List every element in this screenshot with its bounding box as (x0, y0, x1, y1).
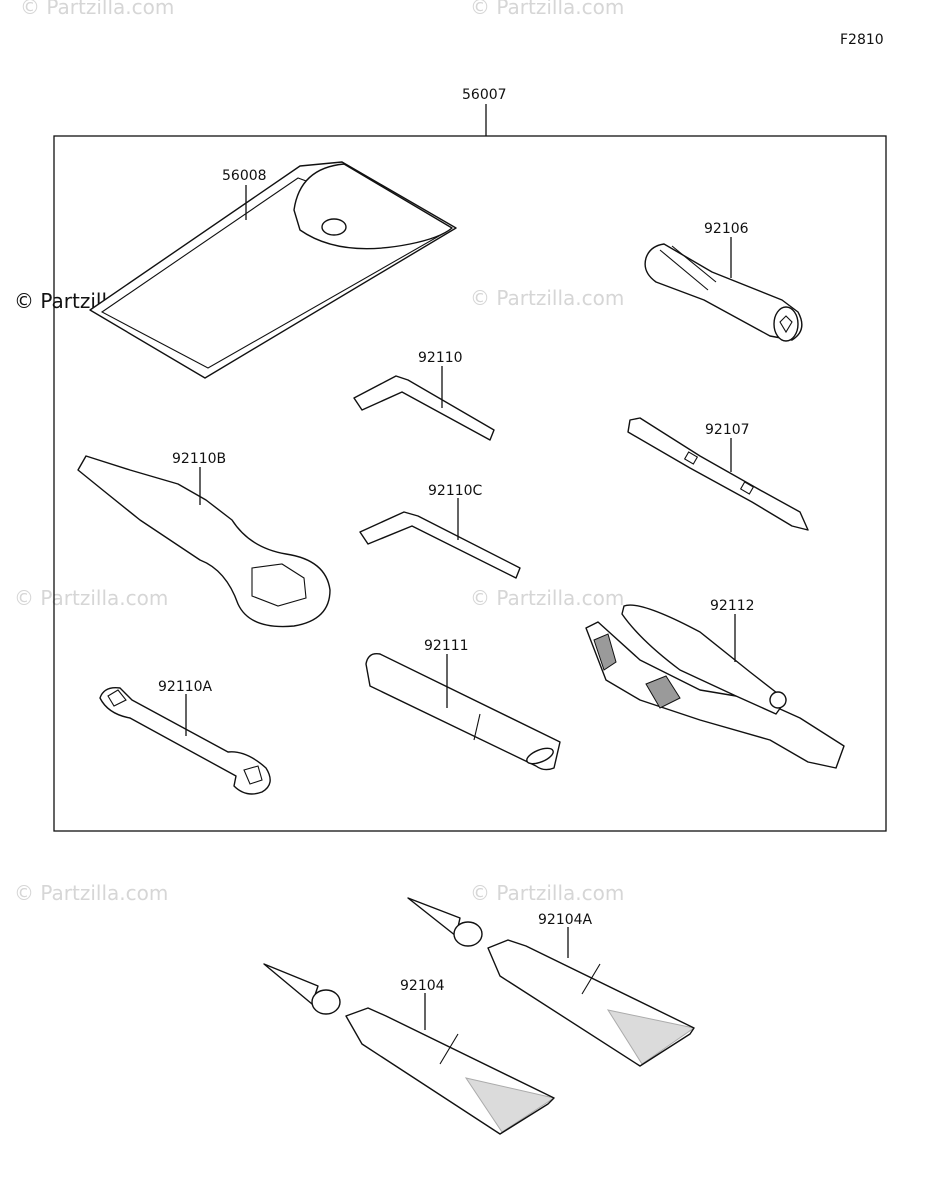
pliers-label: 92112 (710, 598, 755, 614)
grease-tube-lower-label: 92104 (400, 978, 445, 994)
open-end-wrench[interactable]: 92110A (99, 679, 271, 795)
pliers[interactable]: 92112 (585, 598, 845, 769)
group-frame (53, 135, 887, 832)
watermark: © Partzilla.com (470, 286, 624, 310)
grease-tube-upper-label: 92104A (538, 912, 593, 928)
watermark: © Partzilla.com (470, 881, 624, 905)
ring-wrench[interactable]: 92110B (77, 451, 331, 628)
watermark: © Partzilla.com (20, 0, 174, 19)
pouch-label: 56008 (222, 168, 267, 184)
figure-code: F2810 (840, 32, 884, 48)
connector-label: 92106 (704, 221, 749, 237)
screwdriver[interactable]: 92107 (627, 417, 809, 531)
watermark: © Partzilla.com (470, 586, 624, 610)
ring-wrench-label: 92110B (172, 451, 226, 467)
connector[interactable]: 92106 (644, 221, 803, 342)
hex-key-small-label: 92110C (428, 483, 483, 499)
grease-tube-lower[interactable]: 92104 (263, 963, 556, 1135)
watermark: © Partzilla.com (470, 0, 624, 19)
hex-key-small[interactable]: 92110C (359, 483, 521, 579)
group-label: 56007 (462, 87, 507, 103)
toolkit-group: 56007 (53, 87, 887, 832)
watermark: © Partzilla.com (14, 881, 168, 905)
hex-key-large-label: 92110 (418, 350, 463, 366)
screwdriver-label: 92107 (705, 422, 750, 438)
extension-bar-label: 92111 (424, 638, 469, 654)
extension-bar[interactable]: 92111 (365, 638, 561, 771)
tool-pouch[interactable]: 56008 (89, 161, 457, 379)
watermark-layer: © Partzilla.com © Partzilla.com © Partzi… (14, 0, 624, 905)
grease-tube-upper[interactable]: 92104A (407, 897, 696, 1067)
watermark: © Partzilla.com (14, 586, 168, 610)
hex-key-large[interactable]: 92110 (353, 350, 495, 441)
open-end-wrench-label: 92110A (158, 679, 213, 695)
